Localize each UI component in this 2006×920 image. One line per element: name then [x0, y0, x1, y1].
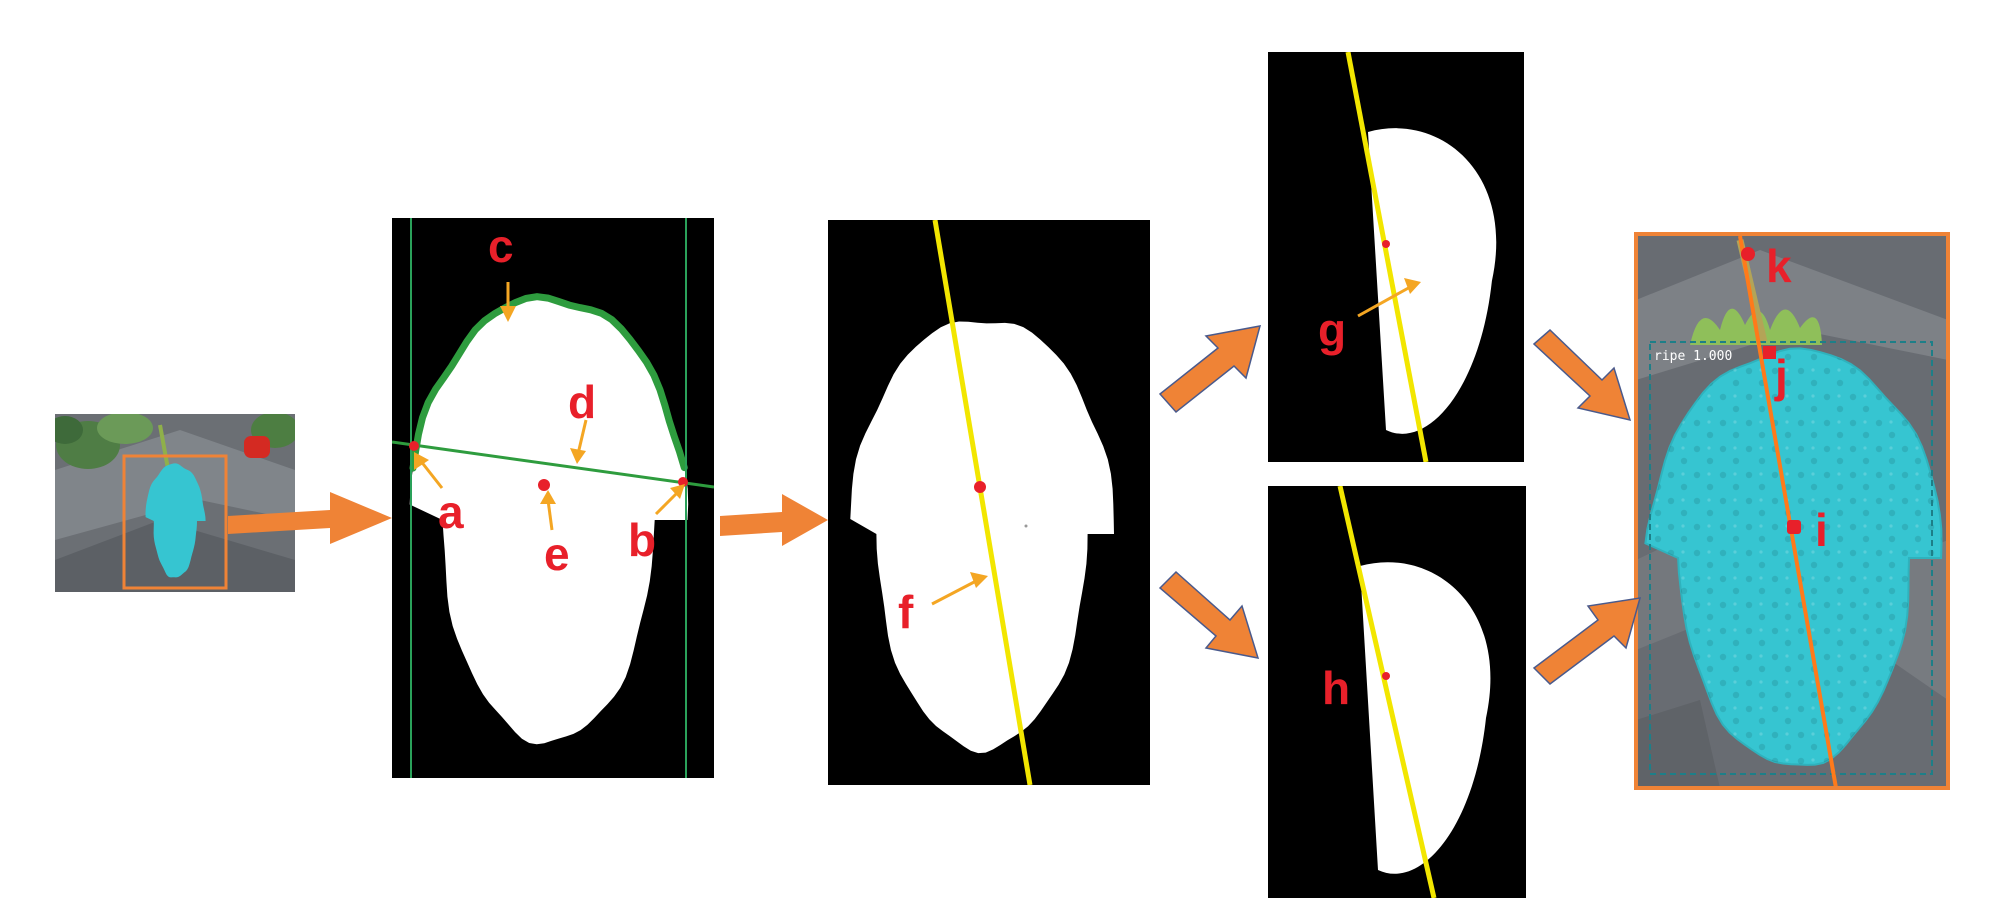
label-g: g [1318, 304, 1346, 356]
half-mask-panel-g [1268, 52, 1524, 462]
half-strawberry-mask [1368, 128, 1497, 434]
point-i [1787, 520, 1801, 534]
detection-score: ripe 1.000 [1654, 349, 1732, 364]
top-contour-curve [409, 293, 688, 472]
point-k [1741, 247, 1755, 261]
point-labels: c d a b e f g h i j k [438, 220, 1828, 714]
symmetry-axis-line [932, 220, 1033, 785]
flow-arrow-icon [1158, 570, 1260, 659]
input-photo-panel [55, 414, 295, 592]
axis-line-h [1337, 486, 1437, 898]
label-j: j [1774, 350, 1788, 402]
point-h [1382, 672, 1390, 680]
flow-arrow-icon [228, 492, 392, 544]
flow-arrow-icon [720, 494, 828, 546]
half-mask-panel-h [1268, 486, 1526, 898]
point-e [538, 479, 550, 491]
flow-arrow-icon [1158, 325, 1262, 414]
label-k: k [1766, 240, 1792, 292]
label-h: h [1322, 662, 1350, 714]
picking-axis-line [1738, 235, 1838, 788]
axis-center-point [974, 481, 986, 493]
label-f: f [898, 586, 914, 638]
symmetry-axis-panel [828, 220, 1150, 785]
label-e: e [544, 528, 570, 580]
label-c: c [488, 220, 514, 272]
flow-arrow-icon [1532, 597, 1642, 685]
point-j [1763, 346, 1776, 359]
label-d: d [568, 376, 596, 428]
axis-line-g [1345, 52, 1429, 462]
strawberry-mask [409, 296, 689, 745]
label-i: i [1815, 504, 1828, 556]
label-b: b [628, 514, 656, 566]
mask-contour-panel [392, 218, 714, 778]
pointer-arrow-icon [414, 278, 1421, 606]
strawberry-mask [850, 321, 1114, 754]
point-g [1382, 240, 1390, 248]
photo-strawberry-mask [145, 463, 206, 578]
half-strawberry-mask [1360, 562, 1491, 874]
flow-arrow-icon [1532, 328, 1632, 422]
label-a: a [438, 486, 464, 538]
widest-chord-line [392, 440, 714, 489]
point-b [678, 477, 688, 487]
point-a [409, 441, 419, 451]
result-panel: ripe 1.000 [1636, 234, 1948, 788]
